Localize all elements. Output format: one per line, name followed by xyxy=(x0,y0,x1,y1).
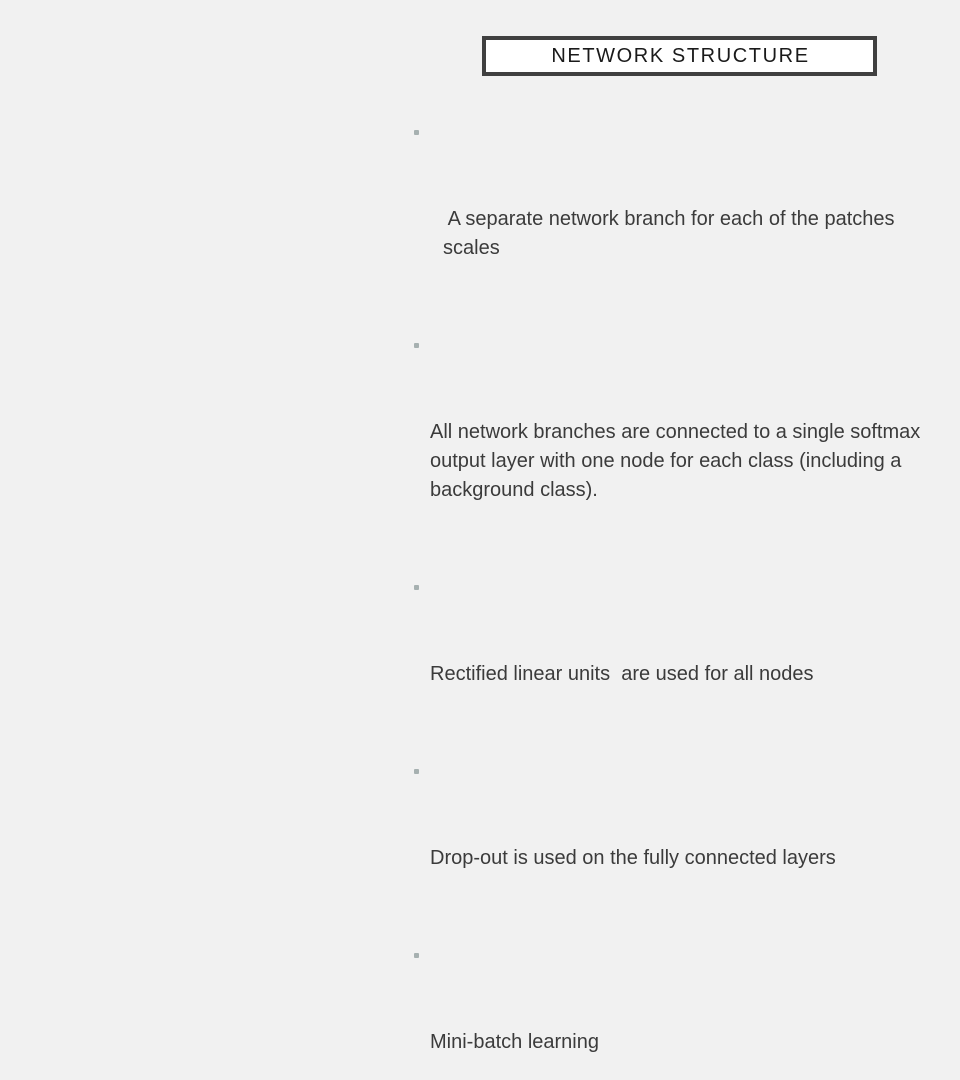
list-item: Mini-batch learning xyxy=(410,941,930,1080)
list-item: A separate network branch for each of th… xyxy=(410,118,930,321)
list-item-label: Drop-out is used on the fully connected … xyxy=(430,847,836,869)
list-item: Rectified linear units are used for all … xyxy=(410,573,930,747)
list-item-label: A separate network branch for each of th… xyxy=(442,208,901,259)
slide-title-box: NETWORK STRUCTURE xyxy=(482,36,877,76)
bullet-marker-icon xyxy=(414,953,419,958)
bullet-marker-icon xyxy=(414,769,419,774)
bullet-marker-icon xyxy=(414,130,419,135)
list-item-label: Rectified linear units are used for all … xyxy=(430,663,814,685)
list-item: All network branches are connected to a … xyxy=(410,331,930,563)
bullet-marker-icon xyxy=(414,585,419,590)
slide-canvas: NETWORK STRUCTURE A separate network bra… xyxy=(414,36,920,1053)
list-item-label: All network branches are connected to a … xyxy=(430,421,926,501)
bullet-marker-icon xyxy=(414,343,419,348)
list-item-label: Mini-batch learning xyxy=(430,1031,599,1053)
bullet-list: A separate network branch for each of th… xyxy=(410,118,930,1080)
page-title: NETWORK STRUCTURE xyxy=(551,45,810,67)
list-item: Drop-out is used on the fully connected … xyxy=(410,757,930,931)
